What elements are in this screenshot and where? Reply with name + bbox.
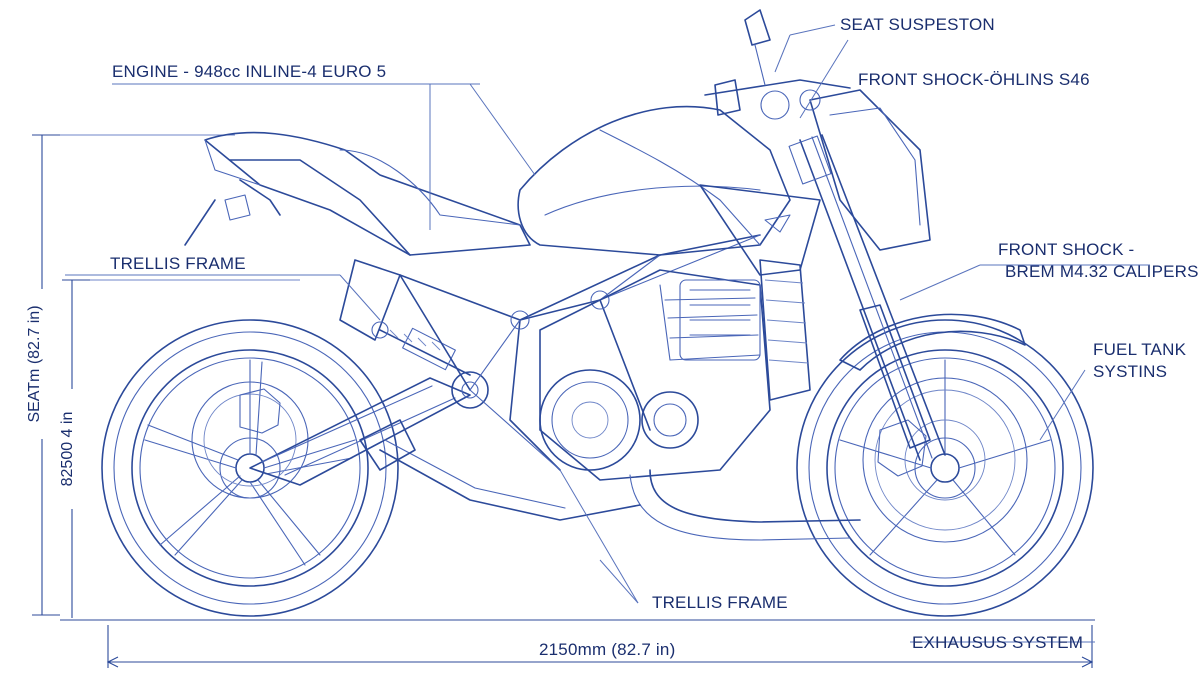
exhaust-system-label: EXHAUSUS SYSTEM (912, 633, 1084, 652)
secondary-height-dimension-label: 82500 4 in (59, 389, 77, 509)
front-shock-ohlins-label: FRONT SHOCK-ÖHLINS S46 (858, 70, 1090, 89)
exhaust-pipes (359, 419, 861, 541)
trellis-frame (339, 234, 761, 471)
trellis-frame-top-label: TRELLIS FRAME (110, 254, 246, 273)
fuel-tank (517, 105, 821, 276)
handlebar-and-mirror (704, 9, 851, 120)
swingarm (249, 371, 489, 486)
engine-label: ENGINE - 948cc INLINE-4 EURO 5 (112, 62, 387, 81)
fuel-tank-label-line1: FUEL TANK (1093, 340, 1187, 359)
seat-suspension-label: SEAT SUSPESTON (840, 15, 995, 34)
rear-wheel (101, 319, 399, 617)
front-shock-label-line2: BREM M4.32 CALIPERS (1005, 262, 1199, 281)
trellis-frame-bottom-label: TRELLIS FRAME (652, 593, 788, 612)
engine-block (539, 259, 811, 481)
leader-lines (65, 24, 1150, 643)
fuel-tank-label-line2: SYSTINS (1093, 362, 1168, 381)
length-dimension-label: 2150mm (82.7 in) (533, 640, 682, 660)
seat-height-dimension-label: SEATm (82.7 in) (26, 289, 44, 439)
rear-shock (379, 327, 471, 376)
front-wheel (796, 313, 1094, 617)
tail-and-seat (184, 131, 531, 256)
front-shock-label-line1: FRONT SHOCK - (998, 240, 1135, 259)
dimension-lines (32, 134, 1095, 668)
front-forks (788, 89, 946, 461)
